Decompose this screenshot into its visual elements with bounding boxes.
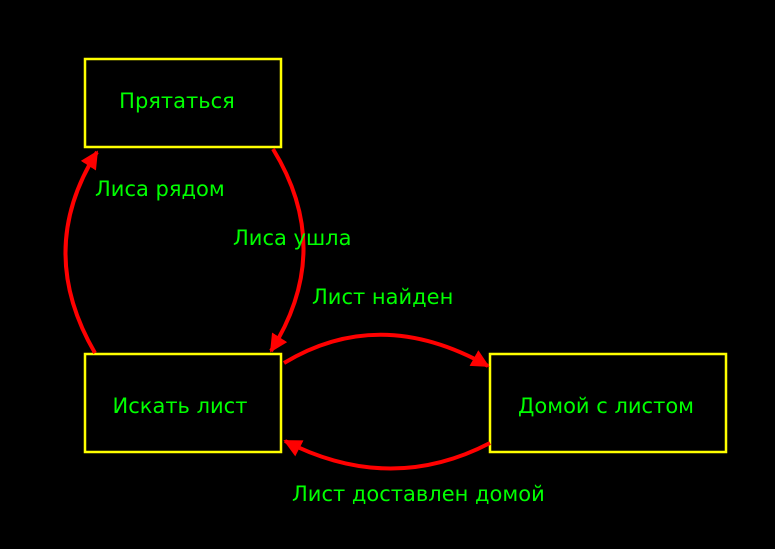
state-search-label: Искать лист [113,394,248,418]
state-hide: Прятаться [83,57,283,149]
transition-fox-gone-label: Лиса ушла [233,226,351,250]
transition-fox-near-label: Лиса рядом [95,177,225,201]
arrow-home-to-search [283,439,491,471]
state-home-box [488,352,728,454]
arrow-hide-to-search [269,147,306,353]
transition-leaf-found-label: Лист найден [312,285,453,309]
state-search: Искать лист [83,352,283,454]
transition-leaf-delivered-label: Лист доставлен домой [292,482,545,506]
state-search-box [83,352,283,454]
state-hide-box [83,57,283,149]
state-hide-label: Прятаться [119,89,235,113]
arrow-search-to-home [282,332,490,368]
arrow-search-to-hide [63,150,99,355]
state-home: Домой с листом [488,352,728,454]
state-home-label: Домой с листом [518,394,694,418]
